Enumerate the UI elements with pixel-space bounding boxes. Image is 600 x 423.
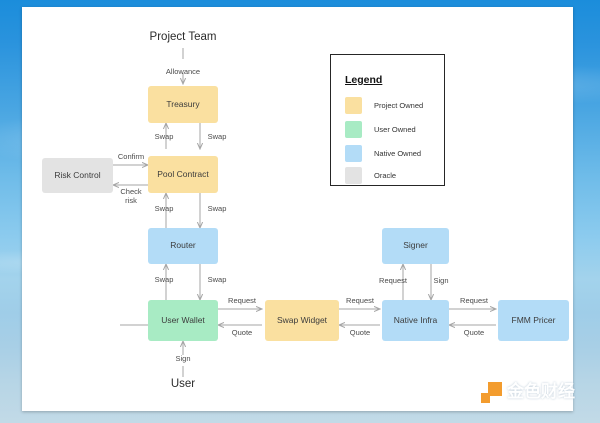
legend-swatch-user-owned <box>345 121 362 138</box>
edge-label-check-risk-line2: risk <box>125 196 137 205</box>
node-treasury-label: Treasury <box>166 98 200 109</box>
legend-item-user-owned: User Owned <box>345 121 416 138</box>
node-router-label: Router <box>170 240 196 251</box>
edge-label-swap-treasury-right: Swap <box>207 132 227 141</box>
legend-item-native-owned: Native Owned <box>345 145 421 162</box>
edge-label-pricer-quote: Quote <box>463 328 485 337</box>
edge-label-signer-sign: Sign <box>433 276 449 285</box>
jinse-logo-icon <box>481 382 502 403</box>
node-user-wallet[interactable]: User Wallet <box>148 300 218 341</box>
edge-label-widget-quote: Quote <box>349 328 371 337</box>
edge-label-swap-wallet-left: Swap <box>154 275 174 284</box>
node-risk-control-label: Risk Control <box>54 169 101 180</box>
legend-swatch-native-owned <box>345 145 362 162</box>
edge-label-check-risk-line1: Check <box>120 187 142 196</box>
edge-label-swap-treasury-left: Swap <box>154 132 174 141</box>
legend-item-oracle: Oracle <box>345 167 396 184</box>
edge-label-swap-router-right: Swap <box>207 204 227 213</box>
endpoint-user: User <box>170 378 196 390</box>
node-signer[interactable]: Signer <box>382 228 449 264</box>
node-router[interactable]: Router <box>148 228 218 264</box>
diagram-canvas: Project Team User Treasury Pool Contract… <box>22 7 573 411</box>
legend-swatch-project-owned <box>345 97 362 114</box>
edge-label-wallet-quote: Quote <box>231 328 253 337</box>
node-swap-widget[interactable]: Swap Widget <box>265 300 339 341</box>
edge-label-sign-user: Sign <box>175 354 191 363</box>
edge-label-signer-request: Request <box>379 276 407 285</box>
node-risk-control[interactable]: Risk Control <box>42 158 113 193</box>
legend-title: Legend <box>345 74 383 86</box>
legend-label-user-owned: User Owned <box>374 125 416 134</box>
legend-label-oracle: Oracle <box>374 171 397 180</box>
legend-swatch-oracle <box>345 167 362 184</box>
legend-item-project-owned: Project Owned <box>345 97 423 114</box>
endpoint-project-team: Project Team <box>149 31 217 43</box>
legend-panel: Legend Project Owned User Owned Native O… <box>330 54 445 186</box>
node-user-wallet-label: User Wallet <box>161 314 205 325</box>
node-pool-contract[interactable]: Pool Contract <box>148 156 218 193</box>
edge-label-swap-router-left: Swap <box>154 204 174 213</box>
node-fmm-pricer-label: FMM Pricer <box>511 314 556 325</box>
node-native-infra[interactable]: Native Infra <box>382 300 449 341</box>
node-pool-contract-label: Pool Contract <box>157 168 209 179</box>
node-swap-widget-label: Swap Widget <box>276 314 328 325</box>
edge-label-swap-wallet-right: Swap <box>207 275 227 284</box>
edge-label-allowance: Allowance <box>165 67 201 76</box>
node-fmm-pricer[interactable]: FMM Pricer <box>498 300 569 341</box>
edge-label-pricer-request: Request <box>460 296 488 305</box>
legend-label-project-owned: Project Owned <box>374 101 424 110</box>
edge-label-wallet-request: Request <box>228 296 256 305</box>
node-native-infra-label: Native Infra <box>393 314 438 325</box>
node-signer-label: Signer <box>403 240 428 251</box>
edge-label-widget-request: Request <box>346 296 374 305</box>
connector-layer <box>22 48 573 377</box>
watermark-text: 金色财经 <box>507 382 575 402</box>
node-treasury[interactable]: Treasury <box>148 86 218 123</box>
legend-label-native-owned: Native Owned <box>374 149 422 158</box>
watermark: 金色财经 <box>481 382 575 403</box>
edge-label-confirm: Confirm <box>117 152 145 161</box>
